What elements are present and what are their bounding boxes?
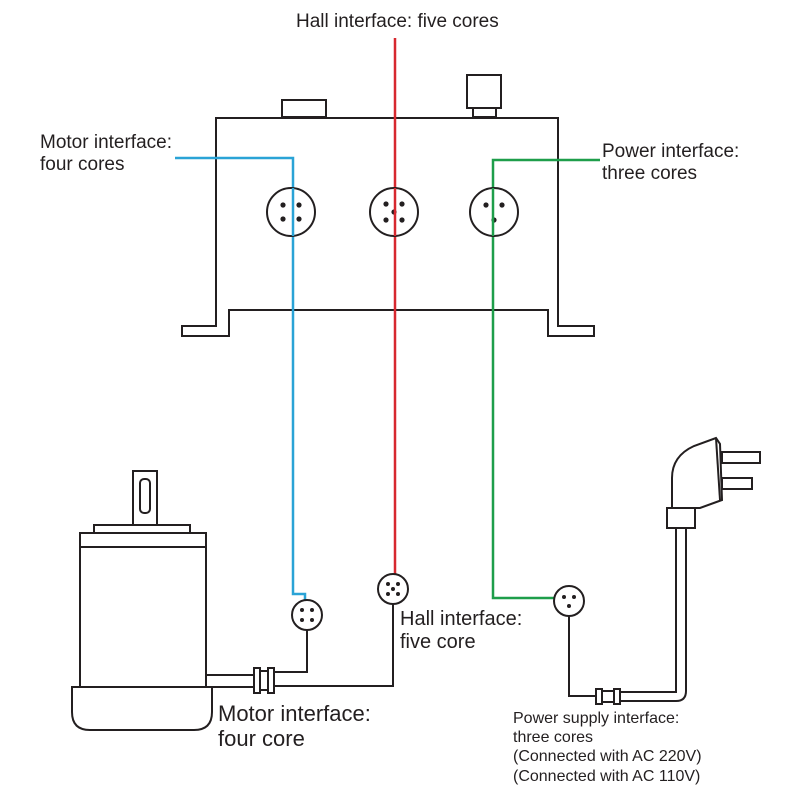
motor-cable-connector-icon [206,667,275,694]
power-plug-icon [553,585,585,617]
ac-plug-icon [666,436,761,529]
motor-plug-icon [291,599,323,631]
controller-motor-socket-icon [266,187,316,237]
power-cable-icon [568,528,687,705]
motor-interface-top-label: Motor interface: four cores [40,132,172,175]
motor-icon [71,470,213,731]
hall-interface-bottom-label: Hall interface: five core [400,608,523,653]
power-interface-top-label: Power interface: three cores [602,141,740,184]
hall-plug-icon [377,573,409,605]
power-supply-interface-label: Power supply interface: three cores (Con… [513,710,702,785]
hall-interface-top-label: Hall interface: five cores [296,11,499,32]
motor-wire [175,156,307,600]
power-wire [491,158,600,600]
motor-interface-bottom-label: Motor interface: four core [218,701,371,752]
